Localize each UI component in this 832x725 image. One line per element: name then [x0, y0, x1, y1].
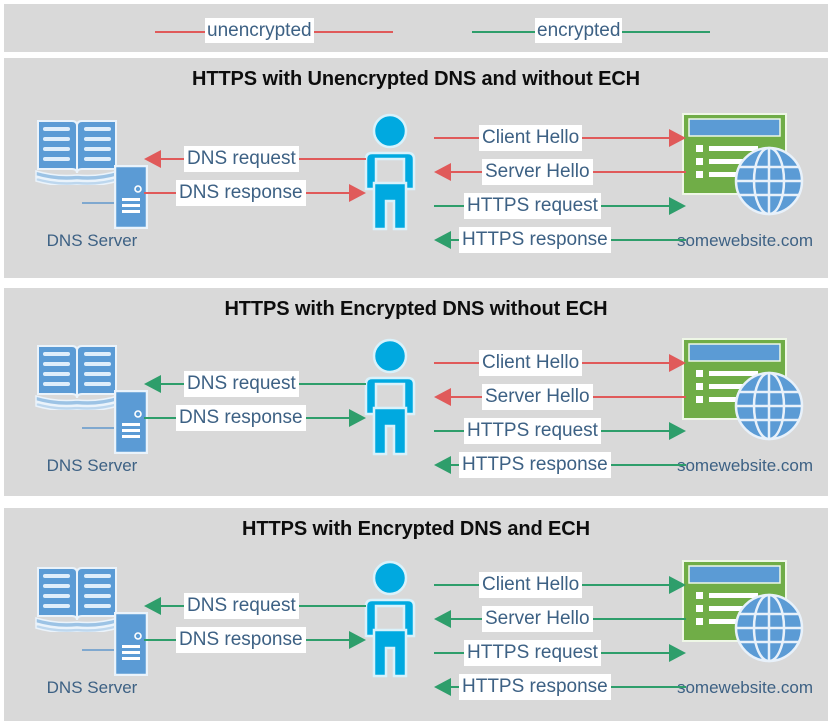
server-tower-icon: [114, 390, 148, 454]
panel-encrypted-dns-and-ech: HTTPS with Encrypted DNS and ECH: [4, 508, 828, 721]
arrowhead-right-icon: [669, 644, 686, 662]
message-https-request: HTTPS request: [434, 193, 686, 219]
message-server-hello: Server Hello: [434, 606, 686, 632]
message-label: Server Hello: [482, 159, 593, 185]
website-icon: somewebsite.com: [677, 113, 813, 250]
message-client-hello: Client Hello: [434, 572, 686, 598]
message-https-response: HTTPS response: [434, 452, 686, 478]
message-dns-response: DNS response: [144, 180, 366, 206]
arrowhead-left-icon: [434, 456, 451, 474]
globe-icon: [734, 593, 804, 663]
message-label: Client Hello: [479, 572, 583, 598]
message-label: HTTPS response: [459, 452, 611, 478]
message-label: HTTPS request: [464, 193, 601, 219]
message-label: Client Hello: [479, 125, 583, 151]
panel-unencrypted-dns: HTTPS with Unencrypted DNS and without E…: [4, 58, 828, 278]
message-label: Server Hello: [482, 606, 593, 632]
message-server-hello: Server Hello: [434, 159, 686, 185]
dns-link-line: [82, 427, 122, 429]
message-label: DNS request: [184, 371, 299, 397]
dns-server-caption: DNS Server: [46, 456, 138, 475]
message-label: HTTPS request: [464, 640, 601, 666]
message-server-hello: Server Hello: [434, 384, 686, 410]
book-icon: [35, 120, 119, 185]
message-label: HTTPS response: [459, 227, 611, 253]
book-icon: [35, 345, 119, 410]
server-tower-icon: [114, 165, 148, 229]
message-label: DNS response: [176, 180, 306, 206]
arrowhead-left-icon: [434, 163, 451, 181]
arrowhead-left-icon: [434, 388, 451, 406]
message-label: DNS request: [184, 146, 299, 172]
panel-encrypted-dns-no-ech: HTTPS with Encrypted DNS without ECH: [4, 288, 828, 496]
legend-label-unencrypted: unencrypted: [205, 18, 314, 43]
arrowhead-left-icon: [434, 678, 451, 696]
message-dns-request: DNS request: [144, 146, 366, 172]
book-icon: [35, 567, 119, 632]
arrowhead-right-icon: [669, 129, 686, 147]
arrowhead-right-icon: [669, 422, 686, 440]
website-icon: somewebsite.com: [677, 560, 813, 697]
legend-label-encrypted: encrypted: [535, 18, 623, 43]
message-label: DNS response: [176, 627, 306, 653]
dns-server-caption: DNS Server: [46, 678, 138, 697]
website-caption: somewebsite.com: [676, 678, 814, 697]
arrowhead-left-icon: [144, 375, 161, 393]
message-client-hello: Client Hello: [434, 125, 686, 151]
dns-link-line: [82, 202, 122, 204]
arrowhead-right-icon: [349, 631, 366, 649]
message-label: HTTPS request: [464, 418, 601, 444]
message-https-request: HTTPS request: [434, 640, 686, 666]
legend: unencrypted encrypted: [4, 4, 828, 52]
person-icon: [364, 338, 416, 456]
message-dns-request: DNS request: [144, 593, 366, 619]
message-label: Server Hello: [482, 384, 593, 410]
message-label: Client Hello: [479, 350, 583, 376]
panel-title: HTTPS with Encrypted DNS and ECH: [242, 518, 590, 540]
arrowhead-left-icon: [144, 597, 161, 615]
arrowhead-left-icon: [144, 150, 161, 168]
message-label: DNS request: [184, 593, 299, 619]
message-https-request: HTTPS request: [434, 418, 686, 444]
website-caption: somewebsite.com: [676, 456, 814, 475]
arrowhead-right-icon: [669, 576, 686, 594]
message-client-hello: Client Hello: [434, 350, 686, 376]
arrowhead-right-icon: [669, 197, 686, 215]
message-dns-request: DNS request: [144, 371, 366, 397]
arrowhead-right-icon: [349, 409, 366, 427]
message-label: DNS response: [176, 405, 306, 431]
panel-title: HTTPS with Encrypted DNS without ECH: [224, 298, 608, 320]
message-label: HTTPS response: [459, 674, 611, 700]
message-dns-response: DNS response: [144, 627, 366, 653]
legend-item-encrypted: encrypted: [472, 4, 710, 52]
person-icon: [364, 113, 416, 231]
website-caption: somewebsite.com: [676, 231, 814, 250]
dns-server-caption: DNS Server: [46, 231, 138, 250]
globe-icon: [734, 146, 804, 216]
legend-item-unencrypted: unencrypted: [155, 4, 393, 52]
message-https-response: HTTPS response: [434, 674, 686, 700]
message-dns-response: DNS response: [144, 405, 366, 431]
arrowhead-left-icon: [434, 231, 451, 249]
server-tower-icon: [114, 612, 148, 676]
message-https-response: HTTPS response: [434, 227, 686, 253]
website-icon: somewebsite.com: [677, 338, 813, 475]
panel-title: HTTPS with Unencrypted DNS and without E…: [191, 68, 641, 90]
dns-server-icon: DNS Server: [34, 113, 154, 250]
arrowhead-right-icon: [669, 354, 686, 372]
dns-link-line: [82, 649, 122, 651]
globe-icon: [734, 371, 804, 441]
dns-server-icon: DNS Server: [34, 560, 154, 697]
dns-server-icon: DNS Server: [34, 338, 154, 475]
arrowhead-left-icon: [434, 610, 451, 628]
arrowhead-right-icon: [349, 184, 366, 202]
person-icon: [364, 560, 416, 678]
